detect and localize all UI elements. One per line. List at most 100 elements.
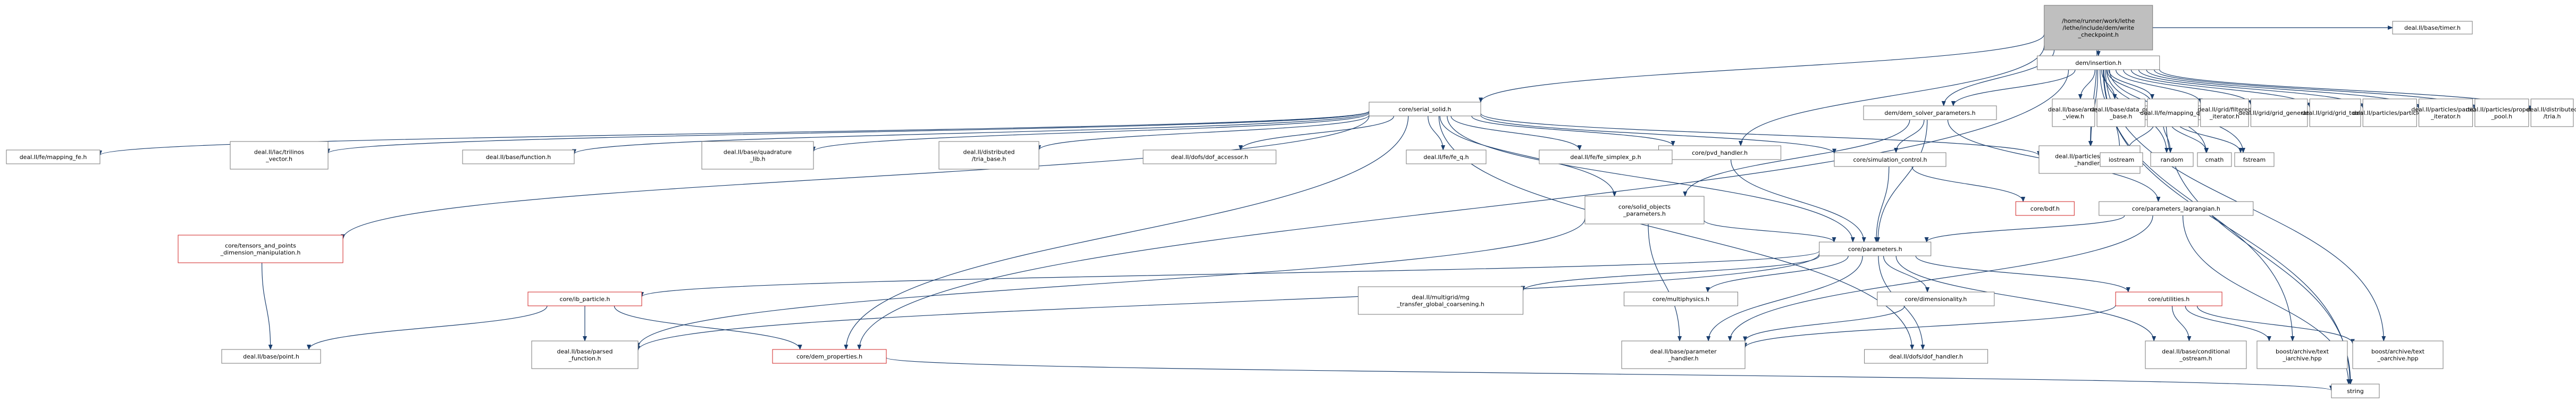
node-serial[interactable]: core/serial_solid.h [1369,102,1481,116]
node-utilities[interactable]: core/utilities.h [2115,291,2222,306]
node-label-serial: core/serial_solid.h [1399,106,1451,113]
node-plag[interactable]: core/parameters_lagrangian.h [2099,201,2254,216]
edge-serial-to-demprop [844,115,1409,350]
node-timer[interactable]: deal.II/base/timer.h [2392,21,2473,35]
node-label-filtered: _iterator.h [2209,113,2239,120]
node-box-dofacc [1143,149,1277,164]
edge-params-to-dimens [1883,255,1930,293]
node-feq[interactable]: deal.II/fe/fe_q.h [1406,149,1487,164]
node-bdf[interactable]: core/bdf.h [2015,201,2075,216]
node-box-bdf [2015,201,2075,216]
edge-solidobj-to-params [1704,220,1836,243]
edge-params-to-mgtransfer [1521,255,1820,291]
node-filtered[interactable]: deal.II/grid/filtered_iterator.h [2197,98,2252,127]
node-box-fstream [2234,152,2275,167]
node-fesimplex[interactable]: deal.II/fe/fe_simplex_p.h [1539,149,1673,164]
node-root[interactable]: /home/runner/work/lethe/lethe/include/de… [2044,5,2153,51]
edge-params-to-utilities [1915,255,2130,293]
node-label-fstream: fstream [2243,156,2265,163]
node-box-demsolv [1863,105,1997,120]
node-proppool[interactable]: deal.II/particles/property_pool.h [2466,98,2538,127]
node-label-filtered: deal.II/grid/filtered [2197,106,2252,113]
node-mapfe[interactable]: deal.II/fe/mapping_fe.h [6,149,100,164]
node-tria_base[interactable]: deal.II/distributed/tria_base.h [938,141,1039,170]
node-dofacc[interactable]: deal.II/dofs/dof_accessor.h [1143,149,1277,164]
node-box-gridtools [2309,98,2361,127]
node-mgtransfer[interactable]: deal.II/multigrid/mg_transfer_global_coa… [1358,286,1524,315]
edge-params-to-paramh [1706,255,1863,341]
node-label-demprop: core/dem_properties.h [796,353,862,360]
node-gridtools[interactable]: deal.II/grid/grid_tools.h [2302,98,2369,127]
node-pvd[interactable]: core/pvd_handler.h [1658,145,1782,160]
node-boosttext[interactable]: boost/archive/text_iarchive.hpp [2256,340,2348,369]
node-label-bdf: core/bdf.h [2030,205,2060,212]
node-label-paramh: deal.II/base/parameter [1650,348,1717,355]
node-parsedfn[interactable]: deal.II/base/parsed_function.h [531,340,639,369]
node-random[interactable]: random [2150,152,2194,167]
edge-utilities-to-condostream [2171,305,2192,341]
node-label-parsedfn: _function.h [568,355,601,362]
node-ibparticle[interactable]: core/ib_particle.h [527,291,642,306]
node-label-ibparticle: core/ib_particle.h [559,296,610,303]
node-label-utilities: core/utilities.h [2148,296,2189,303]
node-cmath[interactable]: cmath [2197,152,2232,167]
edge-simctrl-to-bdf [1911,166,2026,202]
node-quadlib[interactable]: deal.II/base/quadrature_lib.h [701,141,814,170]
node-function[interactable]: deal.II/base/function.h [462,149,575,164]
node-box-filtered [2200,98,2249,127]
node-arrayview[interactable]: deal.II/base/array_view.h [2048,98,2099,127]
node-point[interactable]: deal.II/base/point.h [221,349,321,364]
node-simctrl[interactable]: core/simulation_control.h [1834,152,1946,167]
node-params[interactable]: core/parameters.h [1819,241,1932,256]
node-box-boostoar [2352,340,2444,369]
node-particle[interactable]: deal.II/particles/particle.h [2353,98,2427,127]
node-solidobj[interactable]: core/solid_objects_parameters.h [1584,196,1705,224]
node-paramh[interactable]: deal.II/base/parameter_handler.h [1621,340,1746,369]
edge-utilities-to-boostoar [2196,305,2355,345]
node-trilinos[interactable]: deal.II/lac/trilinos_vector.h [230,141,329,170]
node-label-timer: deal.II/base/timer.h [2404,24,2461,31]
node-box-simctrl [1834,152,1946,167]
node-label-plag: core/parameters_lagrangian.h [2132,205,2220,212]
edge-ibparticle-to-demprop [614,305,802,350]
node-iostream[interactable]: iostream [2100,152,2143,167]
node-multiphys[interactable]: core/multiphysics.h [1624,291,1739,306]
node-box-mgtransfer [1358,286,1524,315]
node-fstream[interactable]: fstream [2234,152,2275,167]
edge-root-to-serial [1479,34,2045,103]
edge-serial-to-tria_base [1037,114,1370,151]
edge-simctrl-to-params [1874,166,1890,243]
node-dimens[interactable]: core/dimensionality.h [1877,291,1995,306]
node-tria[interactable]: deal.II/distributed/tria.h [2527,98,2576,127]
node-mapq[interactable]: deal.II/fe/mapping_q.h [2140,98,2205,127]
node-box-random [2150,152,2194,167]
node-ins[interactable]: dem/insertion.h [2037,55,2160,70]
node-box-parsedfn [531,340,639,369]
node-label-multiphys: core/multiphysics.h [1652,296,1709,303]
node-label-tria: deal.II/distributed [2527,106,2576,113]
node-tensors[interactable]: core/tensors_and_points_dimension_manipu… [178,235,343,263]
edge-plag-to-params [1924,215,2125,243]
node-label-dofacc: deal.II/dofs/dof_accessor.h [1171,154,1248,161]
node-demprop[interactable]: core/dem_properties.h [772,349,887,364]
node-boostoar[interactable]: boost/archive/text_oarchive.hpp [2352,340,2444,369]
edge-plag-to-paramh [1727,215,2153,341]
edge-serial-to-simctrl [1480,115,1836,154]
node-box-demprop [772,349,887,364]
node-demsolv[interactable]: dem/dem_solver_parameters.h [1863,105,1997,120]
node-dataout[interactable]: deal.II/base/data_out_base.h [2091,98,2152,127]
node-dofh[interactable]: deal.II/dofs/dof_handler.h [1864,349,1988,364]
node-box-mapfe [6,149,100,164]
node-box-ibparticle [527,291,642,306]
node-label-gridtools: deal.II/grid/grid_tools.h [2302,110,2369,116]
node-label-tria_base: deal.II/distributed [963,149,1015,156]
node-label-dataout: _base.h [2109,113,2132,120]
node-string[interactable]: string [2331,384,2380,398]
nodes-layer: /home/runner/work/lethe/lethe/include/de… [6,5,2576,398]
node-box-solidobj [1584,196,1705,224]
node-partiter[interactable]: deal.II/particles/particle_iterator.h [2411,98,2480,127]
node-condostream[interactable]: deal.II/base/conditional_ostream.h [2145,340,2247,369]
node-gridgen[interactable]: deal.II/grid/grid_generator.h [2238,98,2320,127]
node-label-tria: /tria.h [2544,113,2561,120]
